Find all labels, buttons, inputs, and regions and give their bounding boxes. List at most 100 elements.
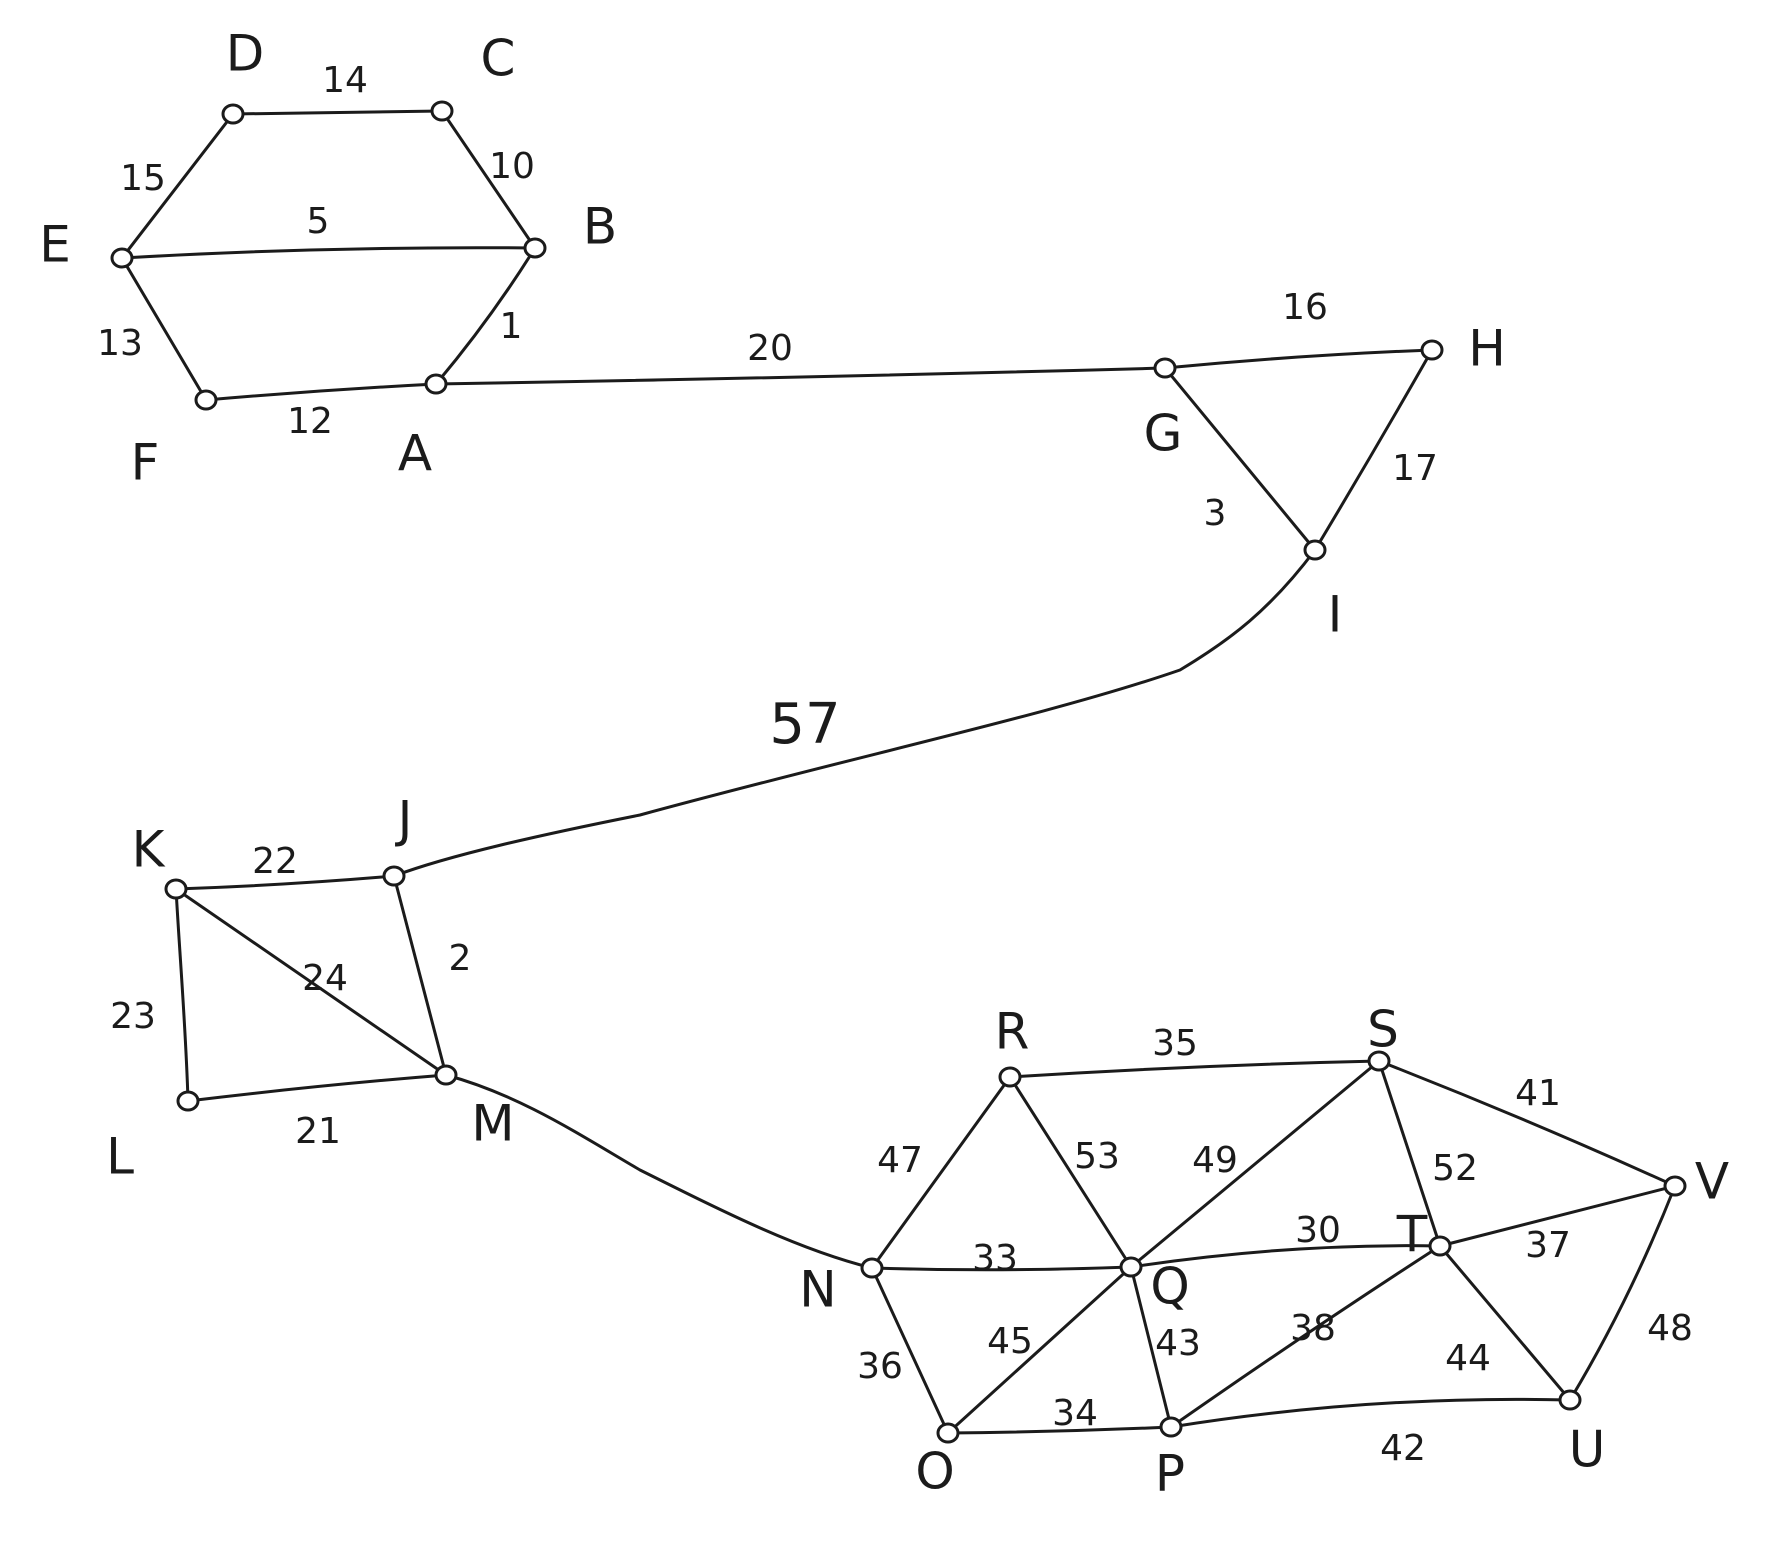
edge-weight-g-h: 16 xyxy=(1282,287,1328,328)
edge-weight-q-s: 49 xyxy=(1192,1140,1238,1181)
node-label-r: R xyxy=(995,1003,1030,1061)
edge-weight-s-t: 52 xyxy=(1432,1148,1478,1189)
edge-weight-e-f: 13 xyxy=(97,323,143,364)
edge-weight-o-p: 34 xyxy=(1052,1393,1098,1434)
edge-o-p xyxy=(946,1425,1173,1435)
node-label-a: A xyxy=(398,425,432,483)
node-label-v: V xyxy=(1695,1153,1729,1211)
node-p xyxy=(1159,1416,1183,1438)
edge-q-p xyxy=(1129,1265,1173,1429)
edge-k-l xyxy=(174,887,190,1103)
node-h xyxy=(1420,339,1444,361)
node-label-q: Q xyxy=(1150,1258,1189,1316)
nodes-layer xyxy=(110,100,1687,1444)
node-q xyxy=(1119,1256,1143,1278)
edge-weight-r-q: 53 xyxy=(1074,1136,1120,1177)
node-n xyxy=(860,1257,884,1279)
edge-weight-h-i: 17 xyxy=(1392,448,1438,489)
node-o xyxy=(936,1422,960,1444)
edge-e-f xyxy=(120,256,208,402)
edge-weight-t-v: 37 xyxy=(1525,1225,1571,1266)
node-label-b: B xyxy=(583,198,617,256)
edge-d-c xyxy=(231,109,444,116)
edge-r-q xyxy=(1008,1075,1133,1269)
edge-weight-a-g: 20 xyxy=(747,328,793,369)
node-label-h: H xyxy=(1468,320,1506,378)
node-g xyxy=(1153,357,1177,379)
edge-q-s xyxy=(1129,1059,1381,1269)
edge-t-u xyxy=(1438,1244,1572,1402)
edge-weight-c-b: 10 xyxy=(489,146,535,187)
edge-weight-p-t: 38 xyxy=(1290,1308,1336,1349)
node-label-f: F xyxy=(131,434,160,492)
edge-n-o xyxy=(870,1266,950,1435)
edge-l-m xyxy=(186,1073,448,1103)
edge-weight-e-d: 15 xyxy=(120,158,166,199)
edge-weight-s-v: 41 xyxy=(1515,1073,1561,1114)
node-label-g: G xyxy=(1144,405,1183,463)
edge-s-v xyxy=(1377,1059,1677,1188)
edge-weight-d-c: 14 xyxy=(322,60,368,101)
edge-e-b xyxy=(120,246,537,260)
node-k xyxy=(164,878,188,900)
edge-q-t xyxy=(1129,1244,1442,1269)
edge-m-n xyxy=(444,1073,874,1270)
node-label-c: C xyxy=(481,30,516,88)
edge-f-a xyxy=(204,382,438,402)
node-label-l: L xyxy=(106,1128,134,1186)
edge-weight-t-u: 44 xyxy=(1445,1338,1491,1379)
node-label-s: S xyxy=(1367,1001,1399,1059)
edge-weight-j-m: 2 xyxy=(449,938,472,979)
edge-weight-k-m: 24 xyxy=(302,958,348,999)
edge-weight-k-l: 23 xyxy=(110,996,156,1037)
edge-h-i xyxy=(1313,348,1434,552)
edge-a-g xyxy=(434,366,1167,386)
node-j xyxy=(382,865,406,887)
node-label-j: J xyxy=(395,791,413,849)
edge-weight-b-a: 1 xyxy=(500,306,523,347)
edge-weight-k-j: 22 xyxy=(252,841,298,882)
edge-weight-q-p: 43 xyxy=(1155,1323,1201,1364)
node-t xyxy=(1428,1235,1452,1257)
edge-p-u xyxy=(1169,1397,1572,1429)
edge-weight-o-q: 45 xyxy=(987,1321,1033,1362)
edge-g-i xyxy=(1163,366,1317,552)
node-label-i: I xyxy=(1328,586,1343,644)
edge-weight-e-b: 5 xyxy=(307,201,330,242)
edges-layer xyxy=(120,109,1677,1435)
node-a xyxy=(424,373,448,395)
edge-r-s xyxy=(1008,1059,1381,1079)
edge-weight-v-u: 48 xyxy=(1647,1308,1693,1349)
edge-weight-n-r: 47 xyxy=(877,1140,923,1181)
node-e xyxy=(110,247,134,269)
edge-e-d xyxy=(120,112,235,260)
node-i xyxy=(1303,539,1327,561)
node-label-e: E xyxy=(39,216,71,274)
node-v xyxy=(1663,1175,1687,1197)
node-b xyxy=(523,237,547,259)
edge-weight-g-i: 3 xyxy=(1204,493,1227,534)
edge-s-t xyxy=(1377,1059,1442,1248)
node-label-p: P xyxy=(1155,1445,1185,1503)
node-label-m: M xyxy=(471,1095,514,1153)
edge-weight-i-j: 57 xyxy=(769,692,840,757)
edge-weight-l-m: 21 xyxy=(295,1111,341,1152)
edge-n-q xyxy=(870,1265,1133,1272)
node-label-n: N xyxy=(799,1261,836,1319)
edge-weight-n-q: 33 xyxy=(972,1238,1018,1279)
edge-b-a xyxy=(434,246,537,386)
edge-n-r xyxy=(870,1075,1012,1270)
edge-v-u xyxy=(1568,1184,1677,1402)
node-d xyxy=(221,103,245,125)
node-c xyxy=(430,100,454,122)
node-label-k: K xyxy=(132,821,166,879)
node-label-d: D xyxy=(226,25,265,83)
edge-t-v xyxy=(1438,1184,1677,1248)
edge-c-b xyxy=(440,109,537,250)
node-label-u: U xyxy=(1569,1421,1606,1479)
edge-weight-p-u: 42 xyxy=(1380,1428,1426,1469)
node-s xyxy=(1367,1050,1391,1072)
edge-o-q xyxy=(946,1265,1133,1435)
